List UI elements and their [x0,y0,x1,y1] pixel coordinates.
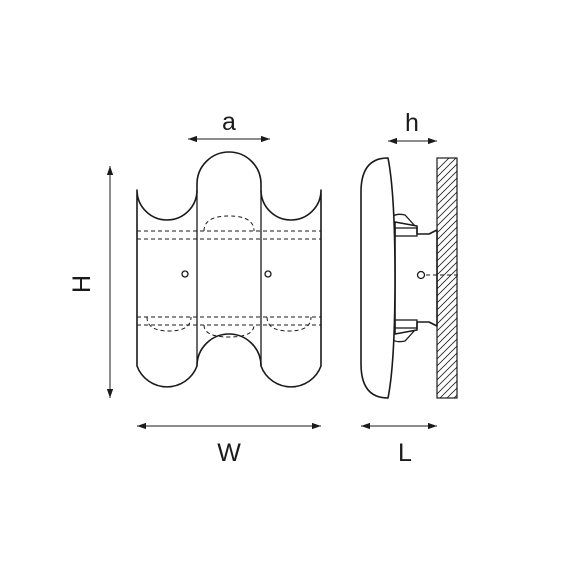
dimension-height-label: H [68,275,96,293]
wall-hatch-line [437,163,457,185]
side-view-lamp-profile [360,157,396,399]
wall-hatch-line [437,282,457,304]
wall-hatch-line [437,233,457,255]
wall-hatch-line [437,198,457,220]
dimension-a: a [188,108,270,143]
front-view-body-outline [136,151,322,388]
wall-hatch-line [437,158,450,171]
wall-hatch-line [437,345,457,367]
wall-hatch-line [437,268,457,290]
wall-hatch-line [437,212,457,234]
wall-hatch-line [437,402,457,422]
wall-hatch-line [437,352,457,374]
wall-hatch-line [437,170,457,192]
wall-hatch-line [437,247,457,269]
front-view-mounting-hole-left [181,270,189,278]
dimension-h-height: H [68,166,114,398]
wall-hatch-line [437,191,457,213]
front-view-hidden-lines [137,215,321,338]
wall-hatch-line [437,338,457,360]
wall-hatch-line [437,359,457,381]
wall-hatch-line [437,310,457,332]
wall-hatch-line [437,289,457,311]
wall-hatch-line [437,366,457,388]
wall-hatch-line [437,226,457,248]
wall-hatch-line [437,261,457,283]
dimension-width-label: W [217,439,241,467]
wall-hatch-line [437,205,457,227]
wall-hatch-line [437,373,457,395]
side-view [360,157,458,436]
wall-hatch-line [437,331,457,353]
front-view-mounting-hole-right [264,270,272,278]
wall-hatch-line [437,158,457,178]
wall-hatch-line [437,219,457,241]
side-view-mounting-bracket [394,221,438,335]
dimension-depth-label: L [398,439,412,467]
wall-hatch-line [437,324,457,346]
dimension-h-offset: h [388,109,437,145]
side-view-wall [436,157,458,436]
wall-hatch-line [437,275,457,297]
wall-hatch-line [446,387,457,398]
wall-hatch-line [437,177,457,199]
wall-hatch-line [437,303,457,325]
wall-hatch-line [437,409,457,429]
dimension-offset-label: h [405,109,419,137]
wall-hatch-line [437,296,457,318]
wall-hatch-line [437,184,457,206]
wall-hatch-line [437,317,457,339]
side-view-screw-hole [416,270,426,280]
dimension-l-depth: L [361,422,437,467]
dimension-a-label: a [222,108,236,136]
wall-hatch-line [439,380,457,398]
wall-hatch-line [437,416,457,436]
dimension-w-width: W [137,422,321,467]
wall-hatch-line [437,240,457,262]
wall-hatch-line [437,254,457,276]
front-view [136,151,322,388]
